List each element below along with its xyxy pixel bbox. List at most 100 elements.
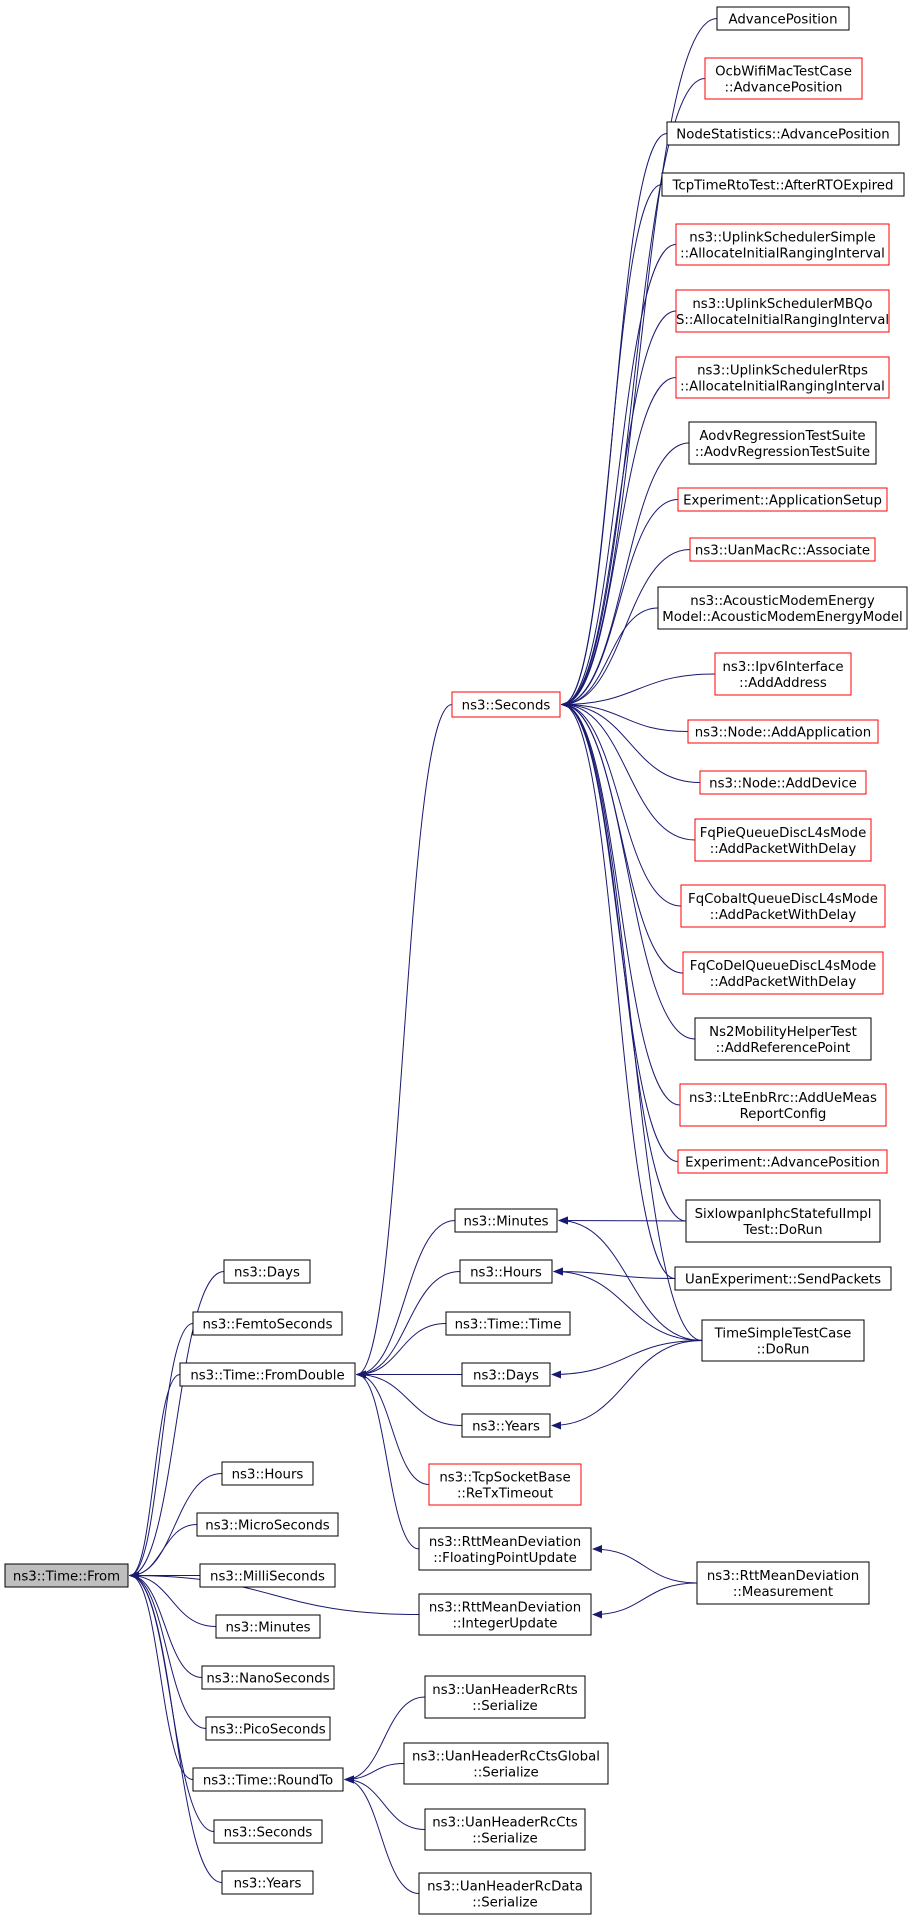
node-label: ns3::Hours xyxy=(470,1266,542,1281)
node-box xyxy=(196,1512,339,1537)
node-minutes1[interactable]: ns3::Minutes xyxy=(215,1614,321,1639)
node-years2[interactable]: ns3::Years xyxy=(461,1413,551,1438)
node-uanmac[interactable]: ns3::UanMacRc::Associate xyxy=(689,537,876,562)
node-acoustic[interactable]: ns3::AcousticModemEnergyModel::AcousticM… xyxy=(657,586,908,630)
edge-ulmbqos-to-seconds2 xyxy=(561,310,677,709)
node-years1[interactable]: ns3::Years xyxy=(221,1870,314,1895)
node-label: ::AdvancePosition xyxy=(725,81,843,96)
node-label: ns3::Minutes xyxy=(463,1215,548,1230)
node-ulmbqos[interactable]: ns3::UplinkSchedulerMBQoS::AllocateIniti… xyxy=(675,289,890,333)
node-roundto[interactable]: ns3::Time::RoundTo xyxy=(192,1767,344,1792)
edge-uanexp-to-seconds2 xyxy=(561,700,676,1279)
node-label: ns3::MilliSeconds xyxy=(210,1570,325,1585)
node-hours2[interactable]: ns3::Hours xyxy=(459,1259,553,1284)
node-femto[interactable]: ns3::FemtoSeconds xyxy=(192,1311,343,1336)
edge-advpos-to-seconds2 xyxy=(561,18,718,709)
node-box xyxy=(680,884,886,928)
node-box xyxy=(666,121,900,146)
node-aodv[interactable]: AodvRegressionTestSuite::AodvRegressionT… xyxy=(688,421,877,465)
node-box xyxy=(459,1259,553,1284)
node-label: AodvRegressionTestSuite xyxy=(699,429,865,444)
node-box xyxy=(424,1808,586,1851)
node-seconds1[interactable]: ns3::Seconds xyxy=(213,1819,323,1844)
edge-minutes1-to-root xyxy=(129,1571,217,1627)
node-label: ::ReTxTimeout xyxy=(457,1487,553,1502)
node-retx[interactable]: ns3::TcpSocketBase::ReTxTimeout xyxy=(428,1463,582,1506)
edge-uanexp-to-hours2 xyxy=(553,1267,676,1279)
node-box xyxy=(461,1413,551,1438)
node-label: ns3::PicoSeconds xyxy=(210,1723,326,1738)
node-pico[interactable]: ns3::PicoSeconds xyxy=(205,1716,331,1741)
node-rttfloat[interactable]: ns3::RttMeanDeviation::FloatingPointUpda… xyxy=(418,1527,592,1571)
node-ulrtps[interactable]: ns3::UplinkSchedulerRtps::AllocateInitia… xyxy=(675,356,890,399)
node-minutes2[interactable]: ns3::Minutes xyxy=(454,1208,558,1233)
edge-roundto-to-root xyxy=(129,1571,194,1780)
node-nano[interactable]: ns3::NanoSeconds xyxy=(201,1665,335,1690)
edge-uandata-to-roundto xyxy=(344,1775,420,1894)
node-box xyxy=(716,6,850,31)
node-label: ns3::Time::Time xyxy=(455,1318,562,1333)
node-milli[interactable]: ns3::MilliSeconds xyxy=(199,1563,336,1588)
node-hours1[interactable]: ns3::Hours xyxy=(221,1461,314,1486)
edge-timesimple-to-hours2 xyxy=(553,1267,703,1341)
node-timesimple[interactable]: TimeSimpleTestCase::DoRun xyxy=(701,1319,865,1362)
node-label: Ns2MobilityHelperTest xyxy=(709,1025,857,1040)
node-expadv[interactable]: Experiment::AdvancePosition xyxy=(677,1149,888,1174)
node-nodestat[interactable]: NodeStatistics::AdvancePosition xyxy=(666,121,900,146)
edge-uancts-to-roundto xyxy=(344,1775,426,1830)
node-box xyxy=(179,1362,356,1387)
node-fqcobalt[interactable]: FqCobaltQueueDiscL4sMode::AddPacketWithD… xyxy=(680,884,886,928)
node-ipv6[interactable]: ns3::Ipv6Interface::AddAddress xyxy=(714,652,852,696)
node-label: S::AllocateInitialRangingInterval xyxy=(676,313,889,328)
node-box xyxy=(704,57,863,100)
edge-pico-to-root xyxy=(129,1571,207,1729)
node-days1[interactable]: ns3::Days xyxy=(223,1259,311,1284)
node-nodedev[interactable]: ns3::Node::AddDevice xyxy=(699,770,867,795)
node-box xyxy=(403,1742,609,1785)
node-uanexp[interactable]: UanExperiment::SendPackets xyxy=(674,1266,892,1291)
node-rttint[interactable]: ns3::RttMeanDeviation::IntegerUpdate xyxy=(418,1593,592,1636)
node-fromdouble[interactable]: ns3::Time::FromDouble xyxy=(179,1362,356,1387)
node-box xyxy=(205,1716,331,1741)
node-label: ns3::Days xyxy=(234,1266,300,1281)
node-label: ns3::UplinkSchedulerRtps xyxy=(697,364,868,379)
node-ns2mob[interactable]: Ns2MobilityHelperTest::AddReferencePoint xyxy=(694,1017,872,1061)
node-micro[interactable]: ns3::MicroSeconds xyxy=(196,1512,339,1537)
node-label: ns3::TcpSocketBase xyxy=(439,1471,570,1486)
node-ulsimple[interactable]: ns3::UplinkSchedulerSimple::AllocateInit… xyxy=(675,223,890,266)
node-box xyxy=(701,1319,865,1362)
node-label: SixlowpanIphcStatefulImpl xyxy=(695,1207,872,1222)
edge-femto-to-root xyxy=(129,1323,194,1580)
node-uandata[interactable]: ns3::UanHeaderRcData::Serialize xyxy=(418,1872,592,1915)
edge-nano-to-root xyxy=(129,1571,203,1678)
node-label: ::AddPacketWithDelay xyxy=(710,908,857,923)
edge-days1-to-root xyxy=(129,1271,225,1580)
node-box xyxy=(677,1149,888,1174)
node-tcprto[interactable]: TcpTimeRtoTest::AfterRTOExpired xyxy=(661,172,905,197)
node-uancts[interactable]: ns3::UanHeaderRcCts::Serialize xyxy=(424,1808,586,1851)
node-uanrts[interactable]: ns3::UanHeaderRcRts::Serialize xyxy=(424,1675,586,1719)
node-uanctsg[interactable]: ns3::UanHeaderRcCtsGlobal::Serialize xyxy=(403,1742,609,1785)
node-root[interactable]: ns3::Time::From xyxy=(4,1563,129,1588)
node-advpos[interactable]: AdvancePosition xyxy=(716,6,850,31)
node-timetime[interactable]: ns3::Time::Time xyxy=(445,1311,571,1336)
edge-fqcobalt-to-seconds2 xyxy=(561,700,682,907)
node-rttmeas[interactable]: ns3::RttMeanDeviation::Measurement xyxy=(696,1561,870,1605)
node-days2[interactable]: ns3::Days xyxy=(461,1362,551,1387)
node-nodeapp[interactable]: ns3::Node::AddApplication xyxy=(687,719,879,744)
node-label: ::FloatingPointUpdate xyxy=(433,1551,577,1566)
node-ocb[interactable]: OcbWifiMacTestCase::AdvancePosition xyxy=(704,57,863,100)
node-fqpie[interactable]: FqPieQueueDiscL4sMode::AddPacketWithDela… xyxy=(694,818,872,862)
edge-timesimple-to-days2 xyxy=(551,1340,703,1379)
edge-hours2-to-fromdouble xyxy=(356,1271,461,1379)
edge-minutes2-to-fromdouble xyxy=(356,1220,456,1379)
node-expapp[interactable]: Experiment::ApplicationSetup xyxy=(677,487,888,512)
node-seconds2[interactable]: ns3::Seconds xyxy=(451,691,561,718)
node-label: ns3::UplinkSchedulerSimple xyxy=(689,231,875,246)
node-fqcodel[interactable]: FqCoDelQueueDiscL4sMode::AddPacketWithDe… xyxy=(682,951,884,995)
node-label: ns3::Days xyxy=(473,1369,539,1384)
node-box xyxy=(675,356,890,399)
